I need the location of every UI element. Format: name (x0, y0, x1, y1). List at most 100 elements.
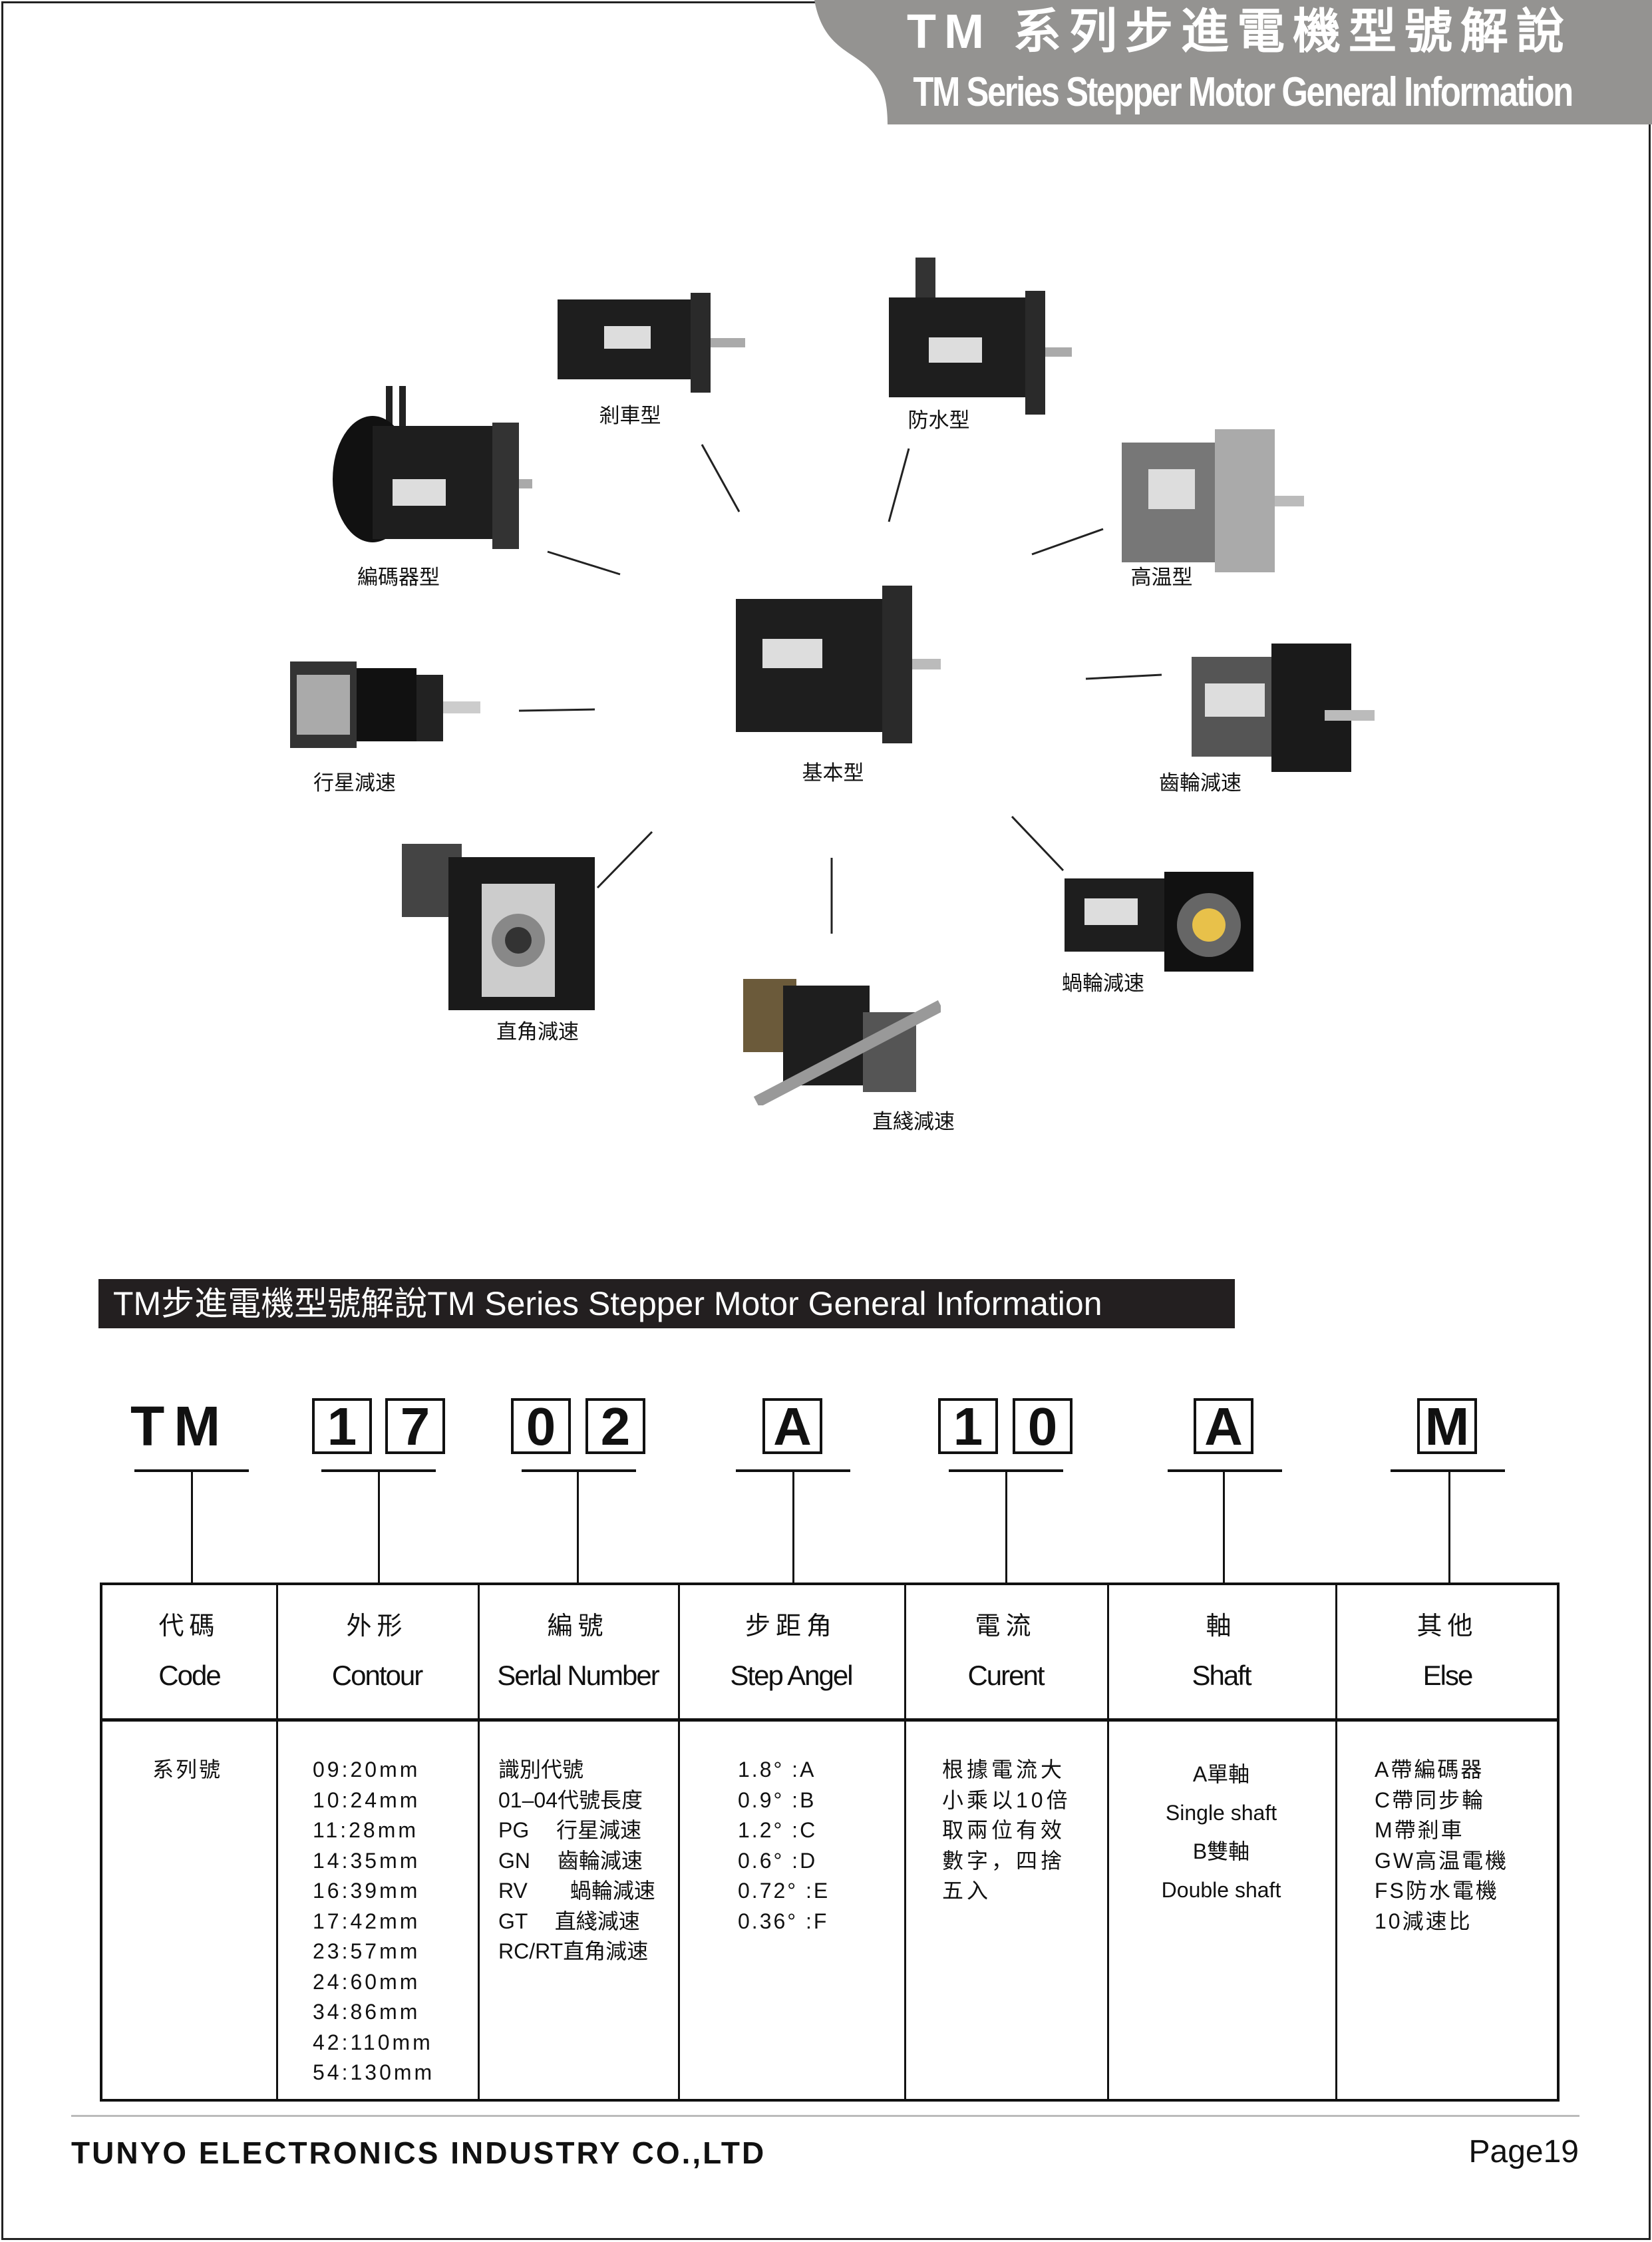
column-divider (1335, 1585, 1337, 2099)
column-divider (678, 1585, 680, 2099)
gear-motor-image (1192, 644, 1375, 772)
header-background (814, 0, 1652, 124)
header-title-zh: TM 系列步進電機型號解說 (907, 5, 1572, 59)
connector (577, 1471, 579, 1583)
cell-line: 01–04代號長度 (498, 1787, 643, 1812)
cell-line: 1.8° :A (738, 1758, 816, 1781)
label-basic-motor: 基本型 (802, 761, 864, 785)
cell-code: 系列號 (152, 1755, 222, 1785)
cell-line: 16:39mm (313, 1879, 420, 1903)
code-box-shaft: A (1194, 1398, 1253, 1454)
cell-line: RC/RT直角減速 (498, 1939, 649, 1963)
column-divider (478, 1585, 480, 2099)
cell-line: 小乘以10倍 (942, 1787, 1071, 1812)
label-encoder-motor: 編碼器型 (357, 566, 440, 589)
cell-line: 0.6° :D (738, 1848, 818, 1873)
code-box-serial-1: 0 (511, 1398, 571, 1454)
page-number: Page19 (1469, 2134, 1579, 2171)
label-waterproof-motor: 防水型 (908, 409, 970, 432)
cell-serial: 識別代號 01–04代號長度 PG 行星減速 GN 齒輪減速 RV 蝸輪減速 GT 直綫減… (498, 1755, 655, 1967)
page-label: Page (1468, 2134, 1544, 2169)
company-name: TUNYO ELECTRONICS INDUSTRY CO.,LTD (71, 2136, 766, 2170)
cell-line: 系列號 (152, 1758, 223, 1781)
cell-line: C帶同步輪 (1375, 1787, 1486, 1812)
cell-line: 根據電流大 (942, 1758, 1066, 1781)
underline (1391, 1469, 1505, 1472)
cell-line: 0.72° :E (738, 1879, 830, 1903)
label-right-angle-motor: 直角減速 (496, 1020, 579, 1043)
code-box-serial-2: 2 (585, 1398, 645, 1454)
connector (1223, 1471, 1225, 1583)
cell-line: 42:110mm (313, 2030, 433, 2054)
connector-lines (518, 444, 1162, 934)
worm-motor-image (1065, 872, 1253, 972)
cell-line: 11:28mm (313, 1818, 419, 1842)
label-brake-motor: 剎車型 (599, 404, 661, 427)
cell-current: 根據電流大小乘以10倍取兩位有效數字，四捨五入 (942, 1755, 1071, 1907)
cell-line: 14:35mm (313, 1848, 420, 1873)
cell-line: GT 直綫減速 (498, 1909, 640, 1933)
column-divider (276, 1585, 278, 2099)
code-box-current-2: 0 (1013, 1398, 1073, 1454)
cell-line: PG 行星減速 (498, 1818, 642, 1842)
code-box-contour-1: 1 (312, 1398, 372, 1454)
brake-motor-image (558, 293, 745, 393)
cell-line: 24:60mm (313, 1969, 420, 1994)
column-divider (904, 1585, 906, 2099)
page-header: TM 系列步進電機型號解說 TM Series Stepper Motor Ge… (814, 0, 1652, 124)
cell-line: B雙軸 (1192, 1839, 1250, 1863)
code-box-current-1: 1 (938, 1398, 998, 1454)
cell-line: 識別代號 (498, 1758, 584, 1781)
cell-line: Double shaft (1161, 1878, 1281, 1902)
cell-line: 取兩位有效 (942, 1818, 1066, 1842)
page-number-value: 19 (1543, 2134, 1579, 2169)
connector (378, 1471, 380, 1583)
cell-line: 1.2° :C (738, 1818, 818, 1842)
connector (792, 1471, 794, 1583)
cell-line: A單軸 (1192, 1762, 1250, 1786)
label-gear-motor: 齒輪減速 (1159, 771, 1241, 795)
cell-line: FS防水電機 (1375, 1879, 1499, 1903)
cell-line: GW高温電機 (1375, 1848, 1509, 1873)
connector (1005, 1471, 1007, 1583)
underline (522, 1469, 636, 1472)
connector (191, 1471, 193, 1583)
cell-step: 1.8° :A 0.9° :B 1.2° :C 0.6° :D 0.72° :E 0.36… (738, 1755, 830, 1937)
cell-line: A帶編碼器 (1375, 1758, 1484, 1781)
column-divider (1107, 1585, 1109, 2099)
cell-line: 54:130mm (313, 2060, 435, 2084)
header-title-en: TM Series Stepper Motor General Informat… (913, 69, 1574, 115)
label-worm-motor: 蝸輪減速 (1062, 972, 1144, 995)
high-temp-motor-image (1122, 429, 1304, 572)
cell-line: 0.9° :B (738, 1787, 816, 1812)
cell-line: 五入 (942, 1879, 992, 1903)
code-box-step: A (762, 1398, 822, 1454)
cell-line: 0.36° :F (738, 1909, 829, 1933)
cell-line: RV 蝸輪減速 (498, 1879, 655, 1903)
code-prefix: TM (130, 1395, 230, 1457)
label-high-temp-motor: 高温型 (1130, 566, 1193, 589)
linear-motor-image (743, 979, 941, 1105)
cell-line: 23:57mm (313, 1939, 420, 1963)
cell-line: M帶剎車 (1375, 1818, 1464, 1842)
cell-line: 34:86mm (313, 2000, 420, 2024)
header-separator (102, 1718, 1557, 1722)
encoder-motor-image (333, 386, 532, 549)
basic-motor-image (736, 586, 941, 743)
right-angle-motor-image (402, 844, 595, 1010)
cell-line: GN 齒輪減速 (498, 1848, 643, 1873)
label-planetary-motor: 行星減速 (313, 771, 396, 795)
code-box-contour-2: 7 (385, 1398, 445, 1454)
cell-line: Single shaft (1165, 1801, 1277, 1825)
waterproof-motor-image (889, 258, 1072, 415)
cell-line: 09:20mm (313, 1758, 420, 1781)
